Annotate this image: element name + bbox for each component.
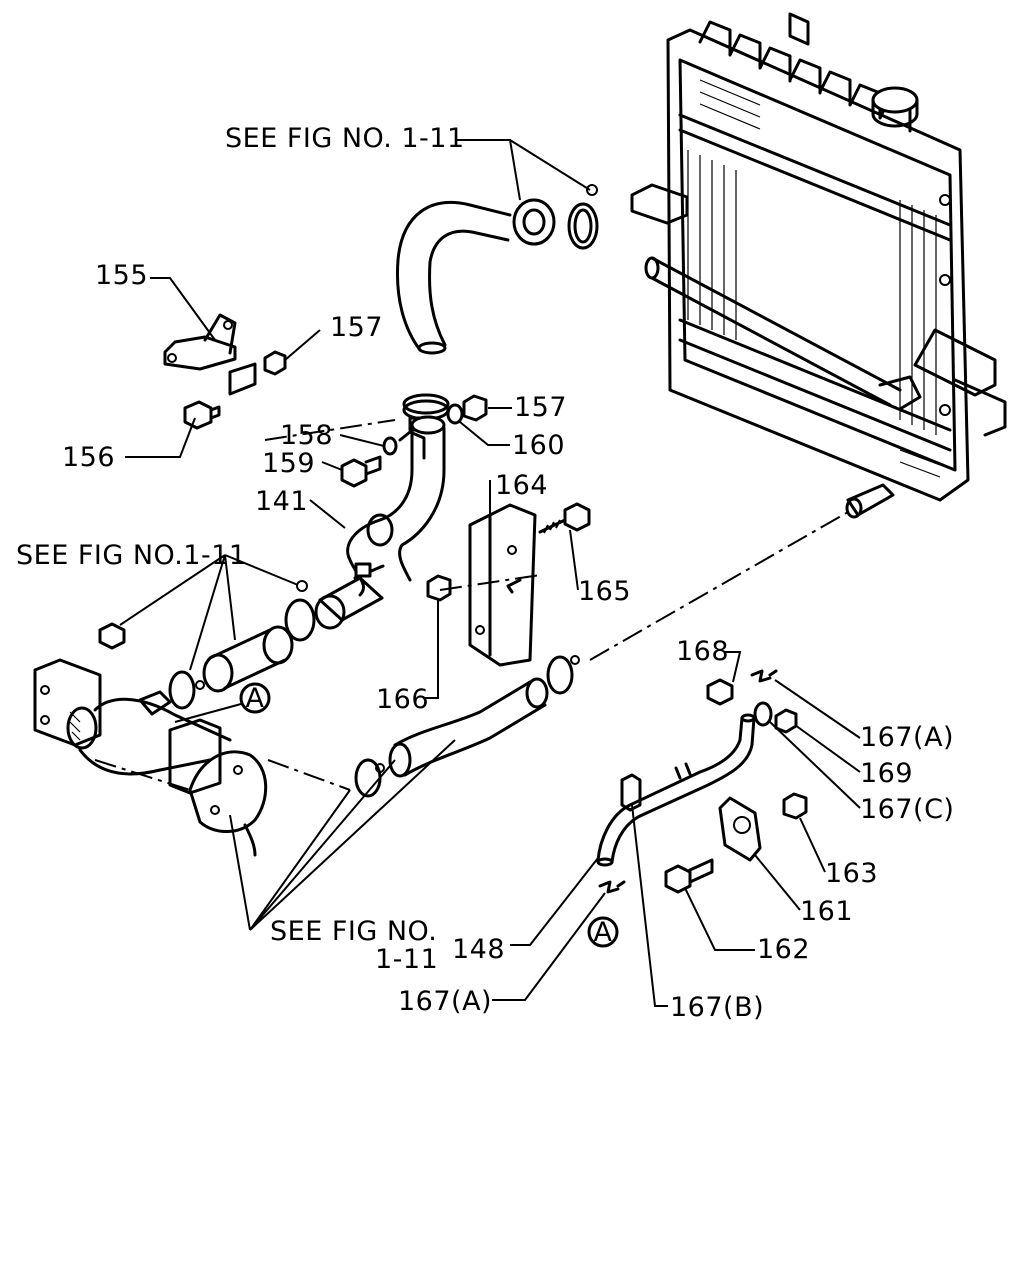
label-168: 168 — [676, 636, 729, 667]
callout-a-lower: A — [587, 916, 619, 948]
lower-hose — [388, 677, 549, 778]
hose-141 — [314, 415, 446, 630]
label-see-fig-bottom-2: 1-11 — [375, 944, 438, 975]
label-157-right: 157 — [514, 392, 567, 423]
washer-160 — [446, 403, 464, 425]
label-155: 155 — [95, 260, 148, 291]
label-167a-bottom: 167(A) — [398, 986, 492, 1017]
callout-a-upper: A — [239, 682, 271, 714]
radiator — [630, 12, 1007, 519]
label-162: 162 — [757, 934, 810, 965]
label-157-left: 157 — [330, 312, 383, 343]
bolt-165 — [538, 502, 591, 534]
nut-166 — [426, 574, 452, 602]
label-156: 156 — [62, 442, 115, 473]
washer-158 — [382, 436, 398, 456]
water-pump-area — [33, 658, 268, 857]
label-see-fig-top: SEE FIG NO. 1-11 — [225, 123, 465, 154]
bracket-155 — [163, 313, 257, 396]
clamp-lower-right — [546, 655, 580, 695]
label-158: 158 — [280, 420, 333, 451]
clamp-left-small — [168, 670, 205, 710]
label-160: 160 — [512, 430, 565, 461]
label-see-fig-bottom-1: SEE FIG NO. — [270, 916, 437, 947]
nut-157-right — [462, 394, 488, 422]
bolt-159 — [340, 455, 382, 488]
label-167c: 167(C) — [860, 794, 954, 825]
part-labels: SEE FIG NO. 1-11 155 157 157 156 158 159… — [16, 123, 954, 1023]
label-169: 169 — [860, 758, 913, 789]
label-167a-top: 167(A) — [860, 722, 954, 753]
clip-167c — [753, 701, 773, 727]
nut-163 — [782, 792, 808, 820]
label-167b: 167(B) — [670, 992, 764, 1023]
callout-a-lower-label: A — [594, 917, 613, 948]
bolt-168 — [706, 678, 734, 706]
clamp-left-mid — [284, 580, 316, 642]
elbow-fitting — [138, 690, 172, 716]
label-165: 165 — [578, 576, 631, 607]
bracket-164 — [468, 503, 537, 667]
short-hose-left — [202, 625, 294, 693]
upper-hose — [395, 184, 599, 355]
clip-167b — [620, 773, 642, 812]
label-159: 159 — [262, 448, 315, 479]
nut-169 — [774, 708, 798, 734]
clip-167a-bottom — [598, 880, 626, 894]
bolt-left — [98, 622, 126, 650]
nut-157-left — [263, 350, 287, 376]
callout-a-upper-label: A — [246, 683, 265, 714]
leader-lines — [119, 139, 861, 1007]
alignment-lines — [94, 419, 849, 791]
bolt-162 — [664, 858, 714, 894]
label-166: 166 — [376, 684, 429, 715]
label-148: 148 — [452, 934, 505, 965]
label-161: 161 — [800, 896, 853, 927]
label-163: 163 — [825, 858, 878, 889]
label-see-fig-left: SEE FIG NO.1-11 — [16, 540, 247, 571]
label-141: 141 — [255, 486, 308, 517]
bolt-156 — [183, 400, 221, 430]
label-164: 164 — [495, 470, 548, 501]
bracket-161 — [718, 796, 762, 862]
clip-167a-top — [750, 669, 778, 683]
